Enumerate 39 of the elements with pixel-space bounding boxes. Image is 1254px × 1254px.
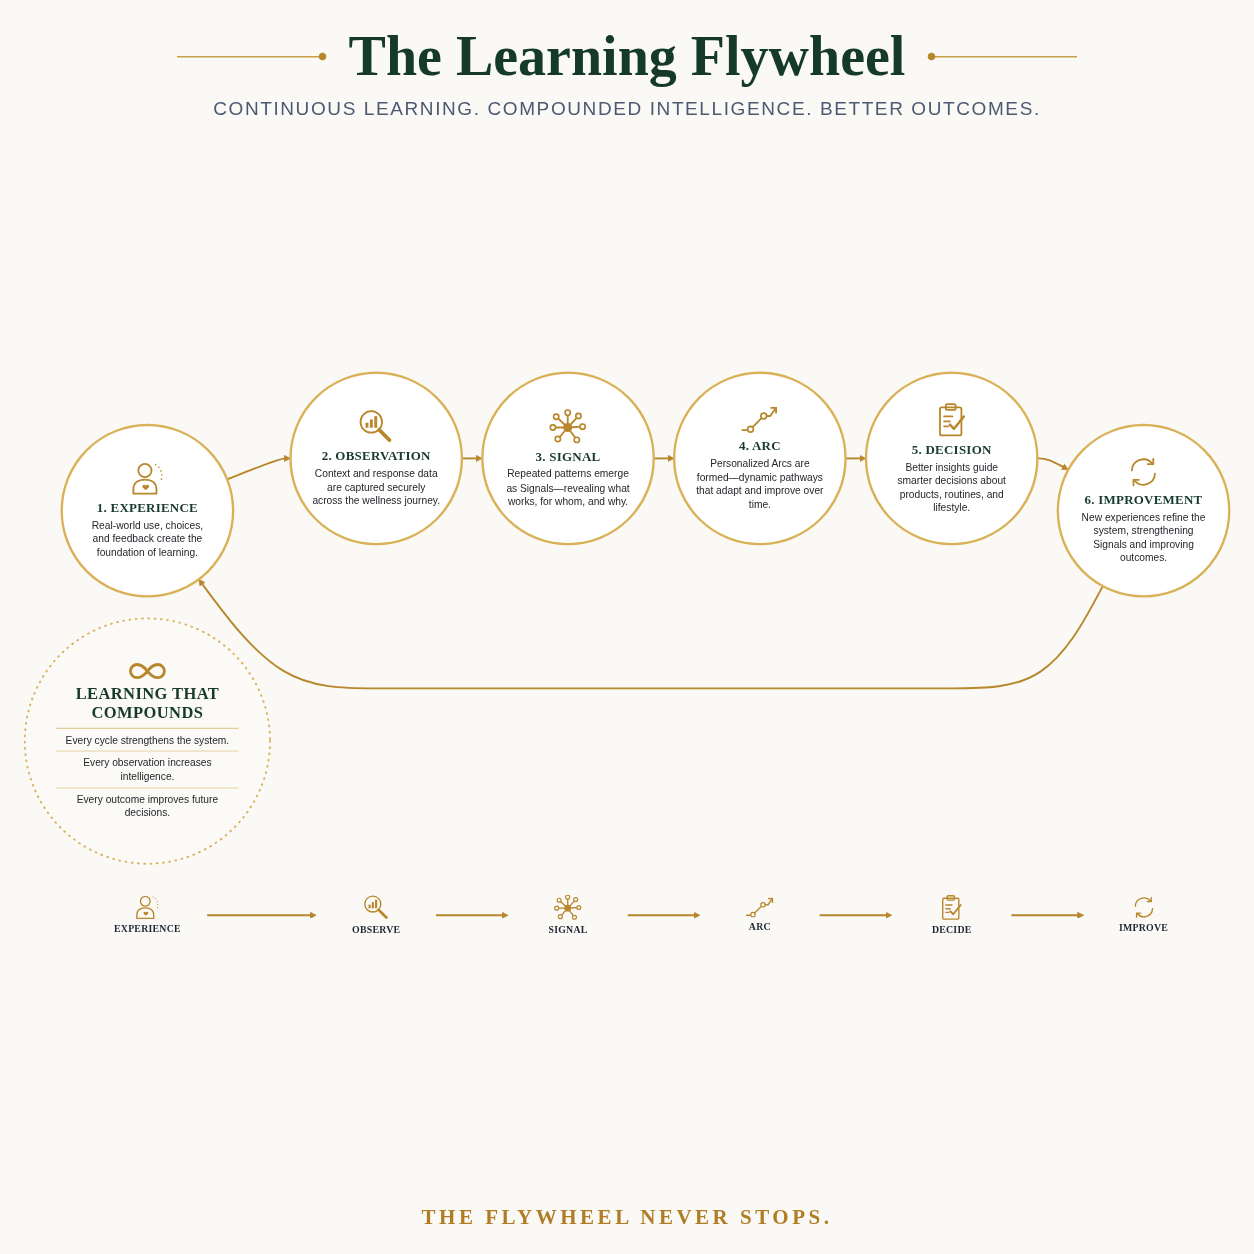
step-label: EXPERIENCE: [114, 923, 181, 935]
arrow: [818, 911, 893, 919]
step-description: Personalized Arcs are formed—dynamic pathways that adapt and improve over time.: [696, 457, 824, 510]
node-circle: [60, 423, 235, 598]
step-title: 2. OBSERVATION: [321, 447, 431, 465]
node-circle: [289, 371, 464, 546]
center-statement: Every outcome improves future decisions.: [56, 787, 239, 820]
step-description: New experiences refine the system, strengthening Signals and improving outcomes.: [1081, 511, 1206, 564]
step-label: ARC: [748, 921, 771, 933]
step-label: SIGNAL: [548, 924, 588, 936]
arrow: [226, 455, 291, 481]
step-description: Repeated patterns emerge as Signals—revealing what works, for whom, and why.: [506, 468, 630, 508]
arrow: [1010, 911, 1085, 919]
step-description: Context and response data are captured securely across the wellness journey.: [312, 467, 440, 507]
step-title: 5. DECISION: [911, 441, 992, 459]
arrow: [626, 911, 701, 919]
subtitle: CONTINUOUS LEARNING. COMPOUNDED INTELLIGENCE. BETTER OUTCOMES.: [213, 97, 1041, 120]
step-description: Better insights guide smarter decisions about products, routines, and lifestyle.: [897, 461, 1006, 514]
arrow: [206, 911, 317, 919]
step-title: 4. ARC: [738, 437, 781, 455]
node-circle: [23, 617, 272, 865]
step-description: Real-world use, choices, and feedback create the foundation of learning.: [91, 519, 204, 559]
step-label: OBSERVE: [352, 924, 401, 936]
arrow: [198, 579, 1104, 690]
center-statement: Every observation increases intelligence.: [56, 751, 239, 784]
arrow: [435, 911, 509, 919]
title: The Learning Flywheel: [348, 26, 906, 88]
caption: THE FLYWHEEL NEVER STOPS.: [421, 1205, 833, 1230]
node-circle: [673, 371, 847, 546]
node-circle: [1056, 423, 1231, 598]
step-title: 3. SIGNAL: [535, 448, 601, 466]
node-circle: [864, 371, 1039, 546]
center-heading: LEARNING THAT COMPOUNDS: [56, 683, 239, 729]
step-title: 6. IMPROVEMENT: [1084, 490, 1203, 509]
node-circle: [481, 371, 655, 546]
step-label: IMPROVE: [1118, 922, 1169, 934]
center-statement: Every cycle strengthens the system.: [65, 733, 230, 748]
step-title: 1. EXPERIENCE: [96, 499, 198, 517]
step-label: DECIDE: [931, 924, 972, 936]
